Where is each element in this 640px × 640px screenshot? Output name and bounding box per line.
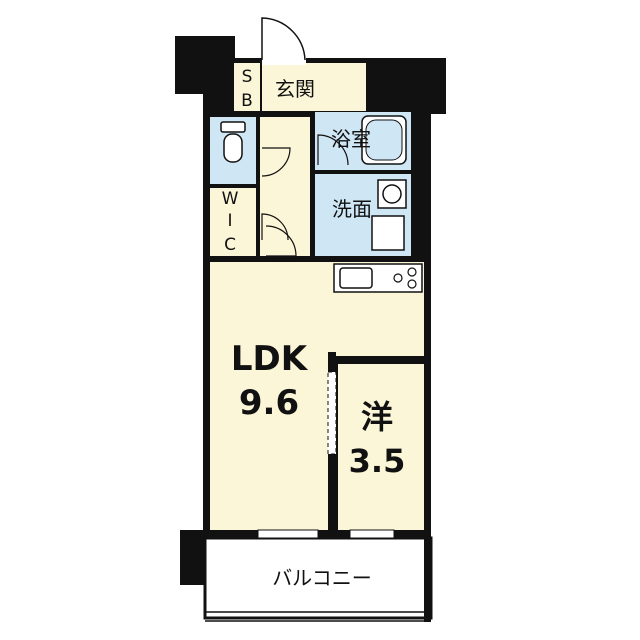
entry-door-swing [261,17,306,61]
ldk-window [257,529,319,539]
partition-wall-top [328,356,424,364]
kitchen-sink [339,267,373,289]
wic-room [210,188,256,256]
toilet-door-swing [261,147,291,177]
shoebox-label-b: B [241,91,253,111]
wic-label-w: W [222,189,239,209]
entrance-floor [262,63,366,111]
balcony-area [203,536,433,620]
western-label: 洋 [361,398,393,436]
bath-door-swing [317,134,349,166]
stove-burner-1 [393,273,403,283]
bath-label: 浴室 [331,127,371,151]
wic-label-c: C [224,235,236,255]
shoebox-label-s: S [242,67,253,87]
toilet-tank [220,121,246,133]
hallway [260,117,310,256]
stove-burner-2 [407,267,417,277]
wic-label-i: I [227,211,232,231]
balcony-right-wall [424,536,431,622]
hall-door-swing [265,225,297,257]
entrance-label: 玄関 [275,77,315,101]
shoebox-area [234,63,260,111]
bathtub-inner [365,119,403,161]
western-room [338,364,424,530]
western-size: 3.5 [349,442,406,480]
washing-machine [371,215,405,251]
ldk-label: LDK [231,339,309,379]
toilet-bowl [223,133,243,163]
entry-door-opening [262,56,306,65]
washroom-label: 洗面 [332,197,372,221]
stove-burner-3 [407,279,417,289]
ldk-size: 9.6 [239,383,299,423]
balcony-label: バルコニー [272,566,372,590]
basin-bowl [382,184,402,204]
sliding-door [327,371,337,455]
western-window [349,529,395,539]
ldk-room [210,262,328,530]
